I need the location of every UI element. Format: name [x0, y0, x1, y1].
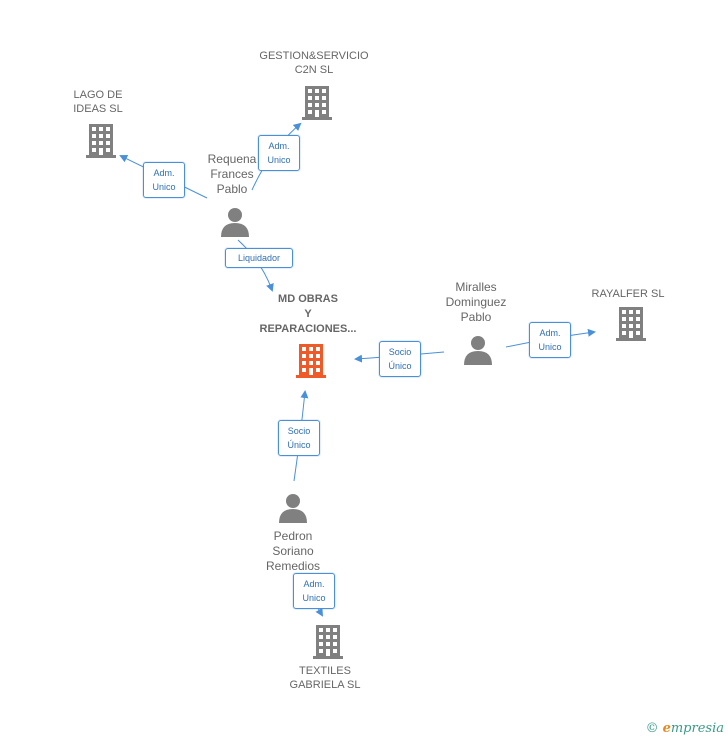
miralles-label[interactable]: Miralles Dominguez Pablo	[445, 280, 507, 324]
edge-label-requena-center: Liquidador	[225, 248, 293, 268]
center-label[interactable]: MD OBRAS Y REPARACIONES...	[259, 293, 357, 335]
requena-label[interactable]: Requena Frances Pablo	[207, 152, 257, 196]
pedron-label[interactable]: Pedron Soriano Remedios	[265, 529, 321, 573]
edge-label-requena-lago: Adm. Unico	[143, 162, 185, 198]
edge-label-miralles-rayalfer: Adm. Unico	[529, 322, 571, 358]
empresia-footer[interactable]: ©empresia	[646, 721, 724, 736]
textiles-label[interactable]: TEXTILES GABRIELA SL	[289, 665, 361, 691]
rayalfer-label[interactable]: RAYALFER SL	[591, 288, 665, 300]
center-building-icon[interactable]	[296, 344, 326, 378]
lago-label[interactable]: LAGO DE IDEAS SL	[73, 89, 123, 115]
edge-label-pedron-center: Socio Único	[278, 420, 320, 456]
copyright-icon: ©	[645, 721, 659, 736]
edge-label-pedron-textiles: Adm. Unico	[293, 573, 335, 609]
requena-person-icon[interactable]	[220, 207, 250, 237]
gestion-label[interactable]: GESTION&SERVICIO C2N SL	[259, 50, 369, 76]
pedron-person-icon[interactable]	[278, 493, 308, 523]
edge-label-requena-gestion: Adm. Unico	[258, 135, 300, 171]
rayalfer-building-icon[interactable]	[616, 307, 646, 341]
textiles-building-icon[interactable]	[313, 625, 343, 659]
edge-label-miralles-center: Socio Único	[379, 341, 421, 377]
miralles-person-icon[interactable]	[463, 335, 493, 365]
lago-building-icon[interactable]	[86, 124, 116, 158]
brand-initial: e	[662, 721, 671, 736]
brand-name: mpresia	[670, 721, 724, 736]
gestion-building-icon[interactable]	[302, 86, 332, 120]
